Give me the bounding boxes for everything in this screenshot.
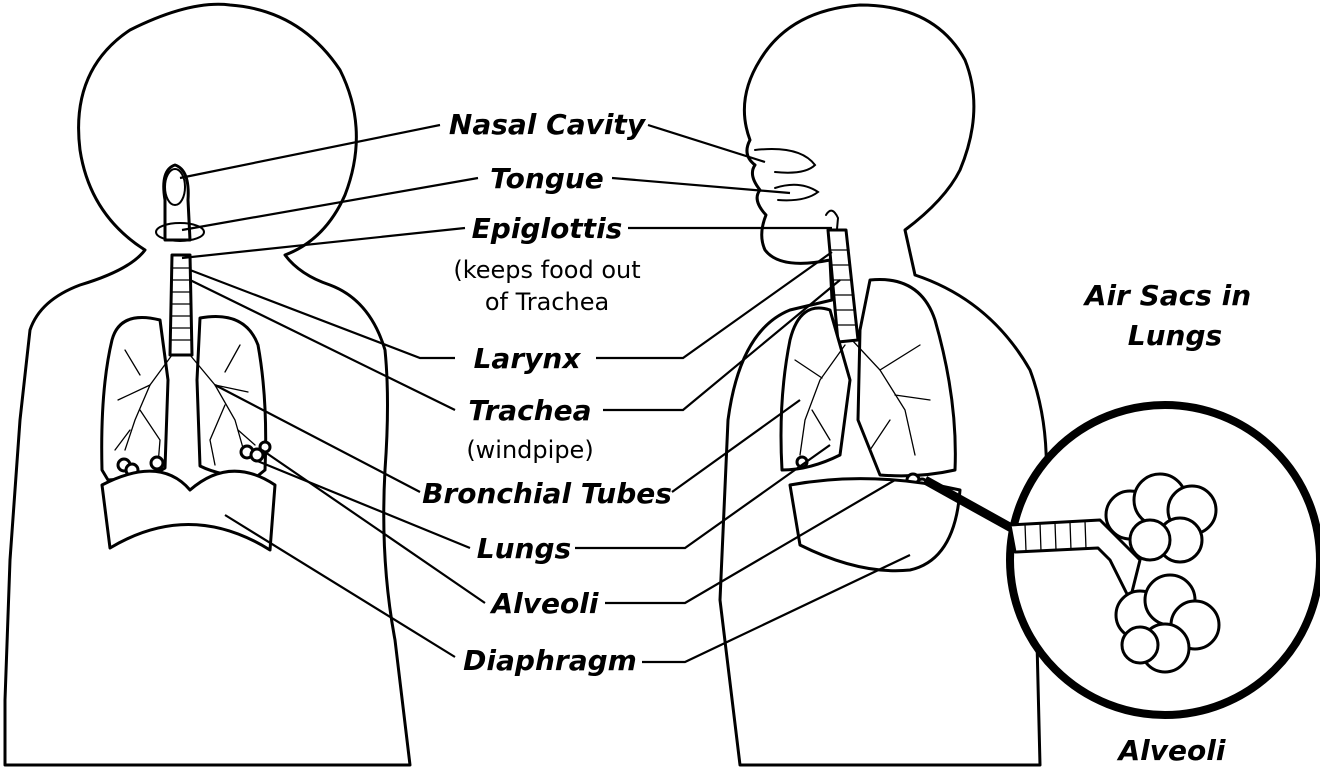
label-nasal-cavity: Nasal Cavity	[449, 108, 647, 141]
label-epiglottis-note-2: of Trachea	[485, 288, 609, 316]
front-view-figure	[5, 4, 410, 765]
label-trachea: Trachea	[468, 394, 591, 427]
label-epiglottis-note-1: (keeps food out	[453, 256, 640, 284]
label-air-sacs-1: Air Sacs in	[1083, 279, 1251, 312]
label-air-sacs-2: Lungs	[1128, 319, 1222, 352]
label-alveoli: Alveoli	[490, 587, 599, 620]
label-lungs: Lungs	[477, 532, 571, 565]
label-tongue: Tongue	[490, 162, 604, 195]
side-view-figure	[720, 5, 1046, 765]
label-bronchial-tubes: Bronchial Tubes	[422, 477, 672, 510]
label-epiglottis: Epiglottis	[472, 212, 623, 245]
label-alveoli-inset: Alveoli	[1117, 734, 1226, 767]
label-trachea-note: (windpipe)	[466, 436, 593, 464]
label-larynx: Larynx	[474, 342, 582, 375]
label-diaphragm: Diaphragm	[463, 644, 637, 677]
